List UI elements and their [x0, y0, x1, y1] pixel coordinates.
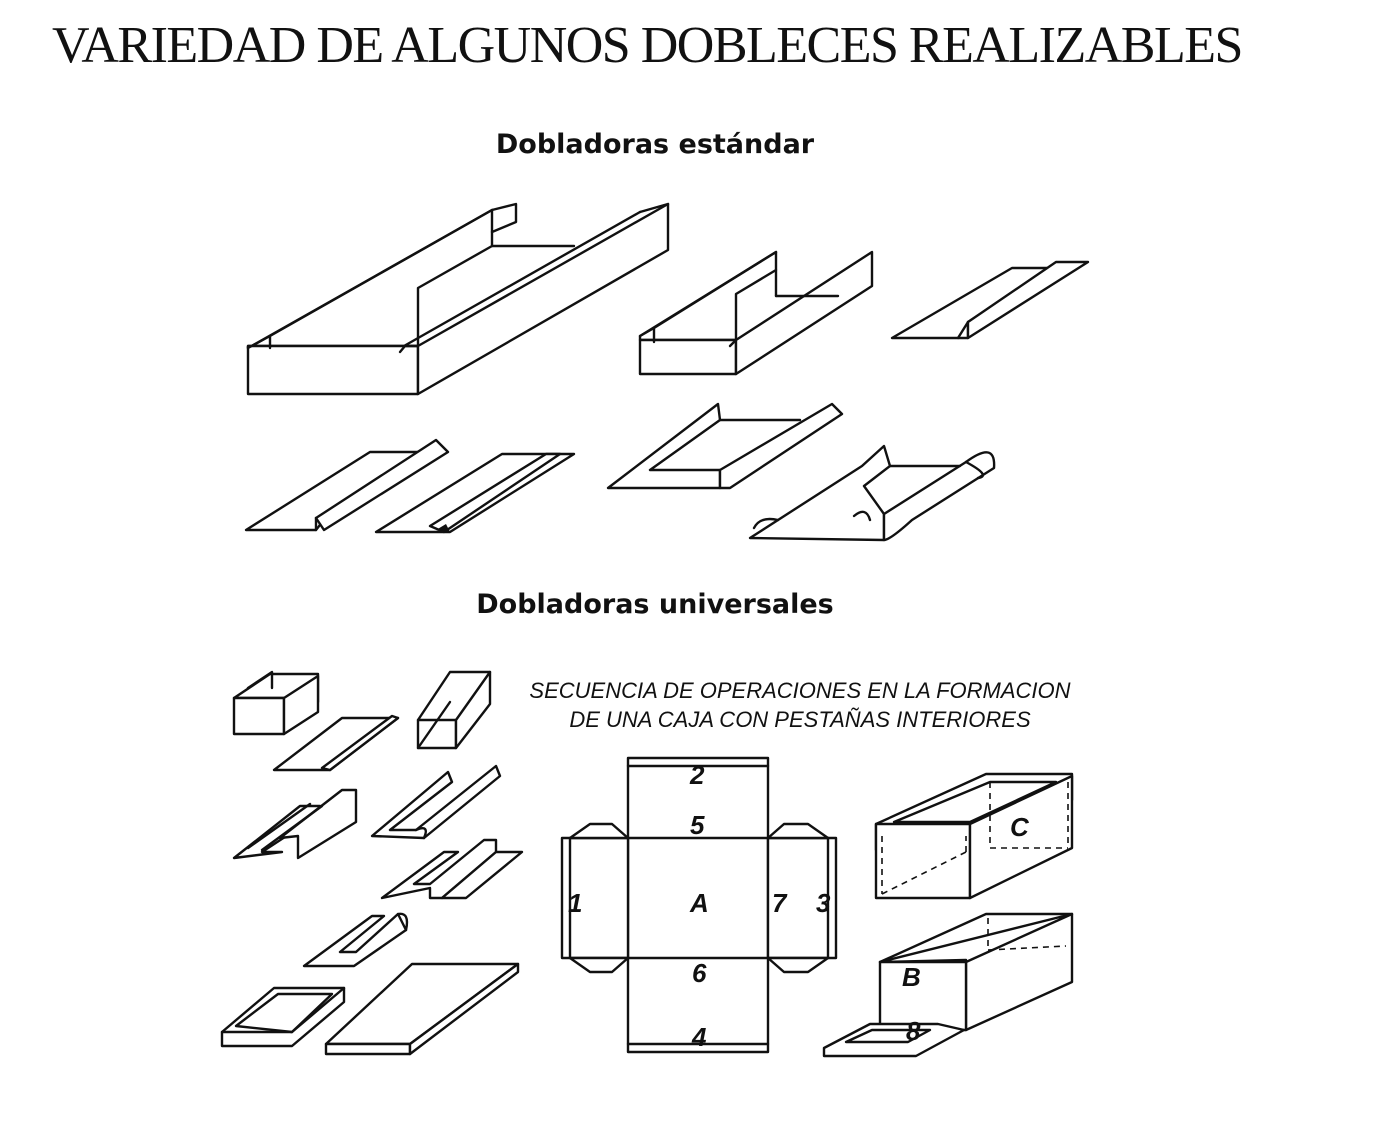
- sequence-caption-line-1: SECUENCIA DE OPERACIONES EN LA FORMACION: [529, 678, 1071, 703]
- page-title: VARIEDAD DE ALGUNOS DOBLECES REALIZABLES: [52, 17, 1243, 74]
- panel-label-a: A: [689, 888, 709, 918]
- rolled-edge-profile: [748, 444, 996, 542]
- tray-profile: [220, 986, 346, 1048]
- box-label-b: B: [902, 962, 921, 992]
- large-channel-profile: [246, 202, 670, 396]
- sequence-caption-line-2: DE UNA CAJA CON PESTAÑAS INTERIORES: [569, 707, 1031, 732]
- fold-label-2: 2: [689, 760, 705, 790]
- u-flat-profile: [370, 764, 502, 840]
- fold-label-3: 3: [816, 888, 831, 918]
- fold-label-8: 8: [906, 1016, 921, 1046]
- standard-benders-heading: Dobladoras estándar: [495, 129, 815, 160]
- z-profile: [606, 402, 844, 490]
- fold-label-7: 7: [772, 888, 788, 918]
- medium-channel-profile: [638, 250, 874, 376]
- hat-profile: [380, 838, 524, 900]
- single-hem-profile: [272, 714, 400, 772]
- small-flat-hem-profile: [890, 260, 1090, 340]
- closed-hem-profile: [374, 452, 576, 534]
- square-tube-profile: [416, 670, 492, 750]
- fold-label-1: 1: [568, 888, 582, 918]
- open-hem-profile: [244, 438, 450, 532]
- double-hem-profile: [232, 788, 358, 860]
- box-label-c: C: [1010, 812, 1030, 842]
- fold-label-5: 5: [690, 810, 705, 840]
- small-box-profile: [232, 670, 320, 736]
- box-b: [822, 912, 1074, 1058]
- flat-plate-profile: [324, 962, 520, 1056]
- universal-benders-heading: Dobladoras universales: [476, 589, 834, 620]
- rolled-u-profile: [302, 912, 409, 968]
- sequence-caption: SECUENCIA DE OPERACIONES EN LA FORMACION…: [520, 676, 1080, 734]
- fold-label-6: 6: [692, 958, 707, 988]
- box-flat-pattern: [560, 756, 838, 1054]
- fold-label-4: 4: [691, 1022, 707, 1052]
- box-c: [874, 772, 1074, 900]
